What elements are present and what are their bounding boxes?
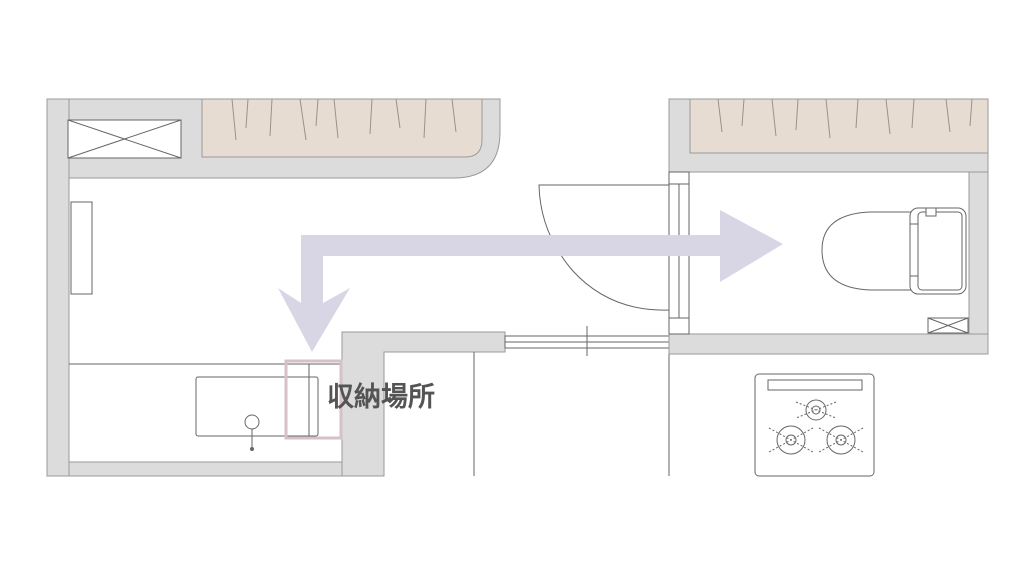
storage-location-label: 収納場所 — [327, 382, 435, 413]
movement-arrow — [278, 210, 783, 352]
gas-stove — [754, 373, 875, 477]
right-closet — [689, 98, 989, 154]
toilet-vent-box — [927, 317, 969, 334]
wall-shelf — [70, 201, 93, 295]
storage-marker — [284, 359, 343, 440]
ventilation-box — [67, 119, 182, 159]
toilet — [821, 207, 967, 295]
left-closet — [201, 98, 483, 158]
washbasin — [195, 376, 319, 451]
